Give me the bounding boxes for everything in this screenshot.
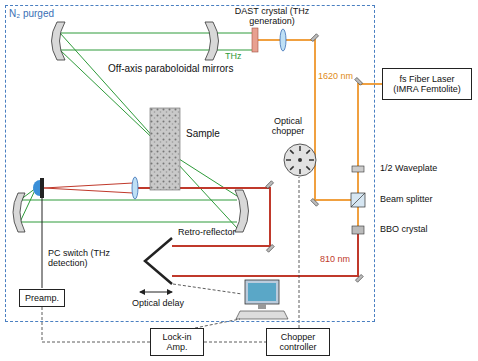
chopper-slot <box>290 150 294 154</box>
optical-chopper <box>284 144 316 176</box>
retro-reflector <box>145 238 172 284</box>
beam-splitter <box>351 193 365 207</box>
flat-mirror <box>355 77 363 85</box>
wavelength-label: 1620 nm <box>318 71 353 81</box>
flat-mirror <box>266 244 274 252</box>
beam-splitter <box>351 193 365 207</box>
component-label: DAST crystal (THz generation) <box>234 6 310 27</box>
probe-beam <box>138 188 270 246</box>
control-connector <box>42 307 150 342</box>
component-label: BBO crystal <box>380 224 428 234</box>
sample <box>150 108 180 190</box>
probe-beam <box>44 183 358 276</box>
thz-beam <box>60 33 165 150</box>
beam-label: THz <box>225 51 242 61</box>
parabolic-mirror <box>13 193 25 232</box>
component-label: Off-axis paraboloidal mirrors <box>108 63 233 75</box>
component-label: Beam splitter <box>380 194 433 204</box>
computer-icon <box>258 304 266 309</box>
probe-beam <box>44 183 133 188</box>
box-label: Chopper controller <box>273 332 323 353</box>
flat-mirror <box>311 34 319 42</box>
pump-beam <box>258 40 351 200</box>
wavelength-label: 810 nm <box>320 254 350 264</box>
region-title: N₂ purged <box>9 8 54 19</box>
beam-splitter <box>351 193 365 207</box>
pump-beam <box>358 84 382 193</box>
chopper-slot <box>306 150 310 154</box>
pc-switch <box>33 180 40 196</box>
optical-chopper <box>298 158 302 162</box>
purge-region: N₂ purgedPreamp. <box>5 5 375 322</box>
box-label: fs Fiber Laser (IMRA Femtolite) <box>388 74 466 95</box>
computer-icon <box>248 283 276 301</box>
chopper-slot <box>299 146 301 151</box>
lens <box>132 177 138 199</box>
flat-mirror <box>266 34 363 282</box>
thz-beam <box>20 33 252 228</box>
component-label: Retro-reflector <box>178 227 236 237</box>
probe-beam <box>172 234 358 276</box>
chopper-slot <box>299 169 301 174</box>
optical-chopper <box>286 146 314 174</box>
thz-beam <box>20 222 237 223</box>
waveplate <box>352 166 364 172</box>
component-label: Sample <box>186 128 220 140</box>
computer-icon <box>245 280 279 304</box>
lockin-box: Lock-in Amp. <box>150 328 204 356</box>
control-line <box>299 177 300 328</box>
control-line <box>173 177 299 328</box>
delay-arrow <box>140 292 172 293</box>
control-line <box>173 284 242 294</box>
parabolic-mirror <box>52 22 66 60</box>
controller-box: Chopper controller <box>266 328 330 356</box>
pump-beam <box>258 40 382 226</box>
control-connector <box>204 342 266 343</box>
probe-beam <box>44 188 133 193</box>
component-label: PC switch (THz detection) <box>48 248 114 269</box>
pc-switch <box>40 178 44 198</box>
chopper-slot <box>309 159 314 161</box>
thz-beam <box>61 33 252 34</box>
component-label: Optical chopper <box>266 116 310 137</box>
parabolic-mirror <box>235 190 249 232</box>
flat-mirror <box>355 274 363 282</box>
computer-icon <box>236 280 288 319</box>
dast-crystal <box>252 28 258 52</box>
pump-beam <box>357 207 359 226</box>
bbo-crystal <box>352 226 364 234</box>
component-label: 1/2 Waveplate <box>380 163 437 173</box>
optical-chopper <box>284 144 316 176</box>
box-label: Lock-in Amp. <box>157 332 197 353</box>
flat-mirror <box>266 181 274 189</box>
pc-switch <box>33 178 44 198</box>
preamp-box: Preamp. <box>19 289 65 307</box>
component-label: Optical delay <box>132 298 184 308</box>
flat-mirror <box>311 198 319 206</box>
thz-beam <box>61 50 252 51</box>
parabolic-mirror <box>13 22 249 232</box>
box-label: Preamp. <box>25 293 59 303</box>
chopper-slot <box>290 166 294 170</box>
signal-wire <box>42 198 43 288</box>
parabolic-mirror <box>205 22 219 60</box>
computer-icon <box>236 311 288 319</box>
chopper-slot <box>286 159 291 161</box>
thz-beam <box>20 200 237 201</box>
laser-box: fs Fiber Laser (IMRA Femtolite) <box>382 68 472 100</box>
chopper-slot <box>306 166 310 170</box>
control-line <box>195 319 240 328</box>
lens <box>280 29 286 51</box>
